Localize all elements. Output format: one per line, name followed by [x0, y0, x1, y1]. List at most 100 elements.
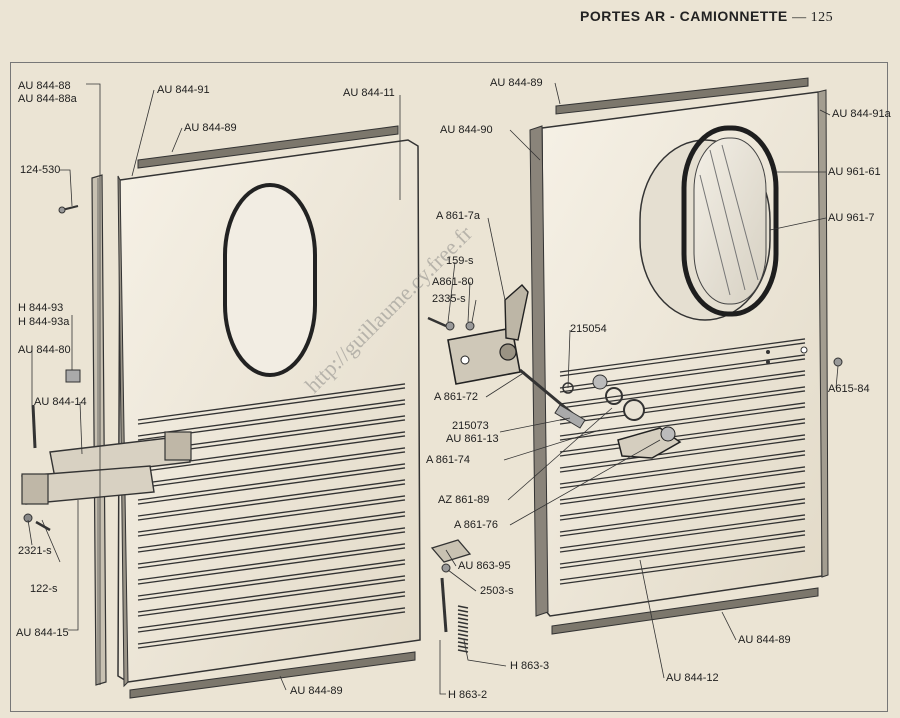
panel-rib [137, 575, 406, 617]
lower-latch-parts [430, 539, 472, 653]
panel-rib [137, 463, 406, 505]
callout-au-844-90: AU 844-90 [440, 124, 493, 136]
spring-coil [457, 629, 469, 633]
page-header: PORTES AR - CAMIONNETTE — 125 [580, 8, 833, 26]
callout-159-s: 159-s [446, 255, 474, 267]
lock-rod [519, 368, 586, 429]
callout-au-844-91a: AU 844-91a [832, 108, 891, 120]
left-top-seal-strip [137, 125, 399, 169]
callout-au-844-91: AU 844-91 [157, 84, 210, 96]
right-door-ribs [559, 338, 806, 585]
panel-rib [559, 514, 806, 553]
left-door-window [223, 183, 317, 377]
callout-au-844-80: AU 844-80 [18, 344, 71, 356]
panel-rib [559, 450, 806, 489]
panel-rib [559, 482, 806, 521]
right-top-seal-strip [555, 77, 809, 115]
left-door-edge [117, 175, 129, 688]
lock-mechanism [427, 284, 529, 385]
spring-coil [457, 637, 469, 641]
panel-rib [559, 418, 806, 457]
callout-au-844-14: AU 844-14 [34, 396, 87, 408]
panel-rib [559, 466, 806, 505]
callout-h-863-2: H 863-2 [448, 689, 488, 701]
spring-coil [457, 609, 469, 613]
bolt-2321-s [23, 513, 51, 532]
left-door-panel [117, 139, 421, 683]
callout-au-844-12: AU 844-12 [666, 672, 719, 684]
callout-au-844-89-left-bottom: AU 844-89 [290, 685, 343, 697]
callout-h-844-93: H 844-93 [18, 302, 64, 314]
callout-au-844-15: AU 844-15 [16, 627, 69, 639]
callout-au-844-89-left-top: AU 844-89 [184, 122, 237, 134]
callout-a861-80: A861-80 [432, 276, 474, 288]
panel-rib [137, 591, 406, 633]
panel-rib [559, 338, 806, 377]
spring-coil [457, 645, 469, 649]
drawing-frame [10, 62, 888, 712]
callout-a-861-7a: A 861-7a [436, 210, 481, 222]
right-door [541, 91, 825, 617]
callout-215073: 215073 [452, 420, 489, 432]
panel-rib [559, 546, 806, 585]
callout-a-861-76: A 861-76 [454, 519, 499, 531]
right-door-seal-vertical [529, 125, 549, 617]
panel-rib [559, 530, 806, 569]
panel-rib [137, 479, 406, 521]
spring-coil [457, 605, 469, 609]
panel-rib [137, 495, 406, 537]
callout-au-844-89-right-top: AU 844-89 [490, 77, 543, 89]
left-bottom-seal-strip [129, 651, 416, 699]
spring-coil [457, 617, 469, 621]
right-door-hinge-strip [817, 89, 829, 578]
right-door-glass [693, 137, 767, 305]
right-bottom-seal-strip [551, 587, 819, 635]
callout-124-530: 124-530 [20, 164, 61, 176]
callout-a-861-74: A 861-74 [426, 454, 471, 466]
callout-au-844-11: AU 844-11 [343, 87, 395, 99]
callout-au-863-95: AU 863-95 [458, 560, 511, 572]
panel-rib [559, 498, 806, 537]
callout-au-844-88a: AU 844-88a [18, 93, 77, 105]
callout-215054: 215054 [570, 323, 607, 335]
handle-parts [562, 374, 682, 459]
panel-rib [137, 559, 406, 601]
callout-az-861-89: AZ 861-89 [438, 494, 490, 506]
panel-rib [559, 370, 806, 409]
spring-coil [457, 633, 469, 637]
panel-rib [137, 447, 406, 489]
left-hinge-pillar [91, 174, 107, 686]
callout-2503-s: 2503-s [480, 585, 514, 597]
panel-rib [559, 402, 806, 441]
callout-au-961-61: AU 961-61 [828, 166, 881, 178]
callout-au-961-7: AU 961-7 [828, 212, 875, 224]
spring-coil [457, 625, 469, 629]
callout-a-861-72: A 861-72 [434, 391, 479, 403]
callout-122-s: 122-s [30, 583, 58, 595]
spring-coil [457, 621, 469, 625]
panel-rib [559, 386, 806, 425]
callout-h-844-93a: H 844-93a [18, 316, 70, 328]
spring-coil [457, 613, 469, 617]
panel-rib [137, 543, 406, 585]
spring-coil [457, 641, 469, 645]
upper-hinge [49, 431, 192, 479]
callout-a615-84: A615-84 [828, 383, 870, 395]
callout-au-844-88: AU 844-88 [18, 80, 71, 92]
lower-hinge [21, 465, 155, 505]
plug-a615-84 [833, 357, 843, 367]
pin-au844-80 [31, 404, 37, 449]
panel-rib [137, 383, 406, 425]
panel-rib [137, 511, 406, 553]
screw-124-530 [58, 205, 79, 214]
callout-au-861-13: AU 861-13 [446, 433, 499, 445]
callout-au-844-89-right-bottom: AU 844-89 [738, 634, 791, 646]
panel-rib [137, 527, 406, 569]
panel-rib [559, 434, 806, 473]
bracket-h844-93 [65, 369, 81, 383]
page-title: PORTES AR - CAMIONNETTE [580, 8, 788, 24]
callout-2335-s: 2335-s [432, 293, 466, 305]
callout-2321-s: 2321-s [18, 545, 52, 557]
glass-reflection [699, 144, 759, 296]
